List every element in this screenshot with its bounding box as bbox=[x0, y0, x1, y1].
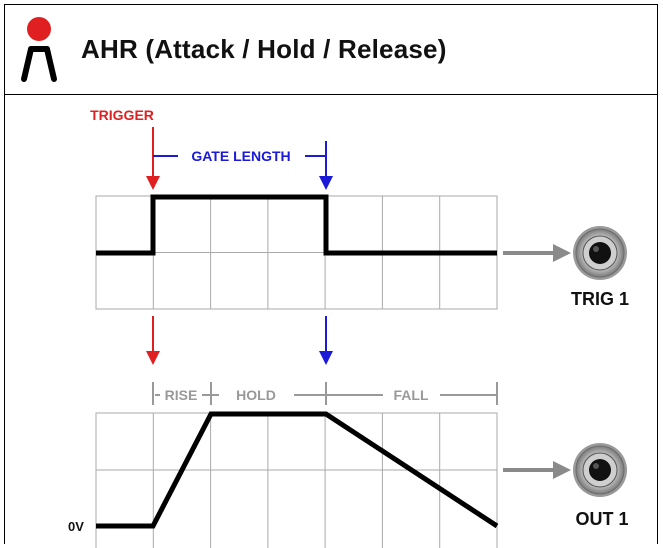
stage-fall-label: FALL bbox=[394, 387, 429, 403]
header: AHR (Attack / Hold / Release) bbox=[5, 5, 657, 95]
out-patch-arrow bbox=[503, 461, 571, 479]
hold-end-arrow bbox=[319, 316, 333, 365]
envelope-waveform bbox=[96, 411, 499, 529]
gate-length-bracket bbox=[153, 141, 333, 190]
page-title: AHR (Attack / Hold / Release) bbox=[81, 34, 447, 64]
stage-hold-label: HOLD bbox=[236, 387, 276, 403]
trig1-jack-icon[interactable] bbox=[573, 226, 627, 280]
gate-waveform bbox=[96, 194, 497, 256]
trig1-label: TRIG 1 bbox=[571, 289, 629, 309]
module-logo-icon bbox=[21, 17, 57, 82]
module-panel: AHR (Attack / Hold / Release) bbox=[4, 4, 658, 544]
rise-start-arrow bbox=[146, 316, 160, 365]
stage-brackets bbox=[152, 382, 498, 405]
gate-length-label: GATE LENGTH bbox=[191, 148, 290, 164]
out1-jack-icon[interactable] bbox=[573, 443, 627, 497]
out1-label: OUT 1 bbox=[575, 509, 628, 529]
stage-rise-label: RISE bbox=[165, 387, 198, 403]
trigger-arrow bbox=[146, 127, 160, 190]
trig-patch-arrow bbox=[503, 244, 571, 262]
trigger-label: TRIGGER bbox=[90, 107, 154, 123]
zero-volt-label: 0V bbox=[68, 519, 84, 534]
envelope-grid bbox=[95, 412, 498, 548]
